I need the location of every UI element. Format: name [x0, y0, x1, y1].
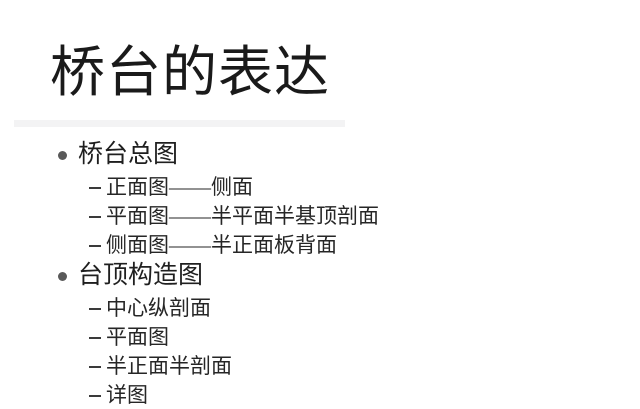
list-item-label: 桥台总图 [78, 141, 179, 168]
list-item: 台顶构造图 [0, 260, 640, 294]
list-item-label: 平面图 [106, 325, 169, 349]
list-item-label: 半正面半剖面 [106, 354, 232, 378]
bullet-dash-icon [89, 395, 101, 397]
list-item: 平面图——半平面半基顶剖面 [0, 202, 640, 231]
list-item: 正面图——侧面 [0, 173, 640, 202]
list-item-label: 平面图——半平面半基顶剖面 [106, 204, 379, 228]
page-title: 桥台的表达 [50, 41, 331, 103]
list-item: 中心纵剖面 [0, 294, 640, 323]
list-item-label: 详图 [106, 383, 148, 407]
outline-list: 桥台总图 正面图——侧面 平面图——半平面半基顶剖面 侧面图——半正面板背面 台… [0, 139, 640, 409]
list-item-label: 侧面图——半正面板背面 [106, 233, 337, 257]
bullet-dash-icon [89, 187, 101, 189]
bullet-dash-icon [89, 245, 101, 247]
bullet-dash-icon [89, 337, 101, 339]
list-item-label: 正面图——侧面 [106, 175, 253, 199]
list-item: 半正面半剖面 [0, 352, 640, 381]
list-item-label: 中心纵剖面 [106, 296, 211, 320]
bullet-dash-icon [89, 216, 101, 218]
list-item: 详图 [0, 381, 640, 409]
bullet-circle-icon [58, 272, 67, 281]
list-item: 侧面图——半正面板背面 [0, 231, 640, 260]
list-item: 桥台总图 [0, 139, 640, 173]
list-item-label: 台顶构造图 [78, 262, 204, 289]
list-item: 平面图 [0, 323, 640, 352]
bullet-dash-icon [89, 366, 101, 368]
title-divider [14, 120, 345, 127]
bullet-dash-icon [89, 308, 101, 310]
bullet-circle-icon [58, 151, 67, 160]
